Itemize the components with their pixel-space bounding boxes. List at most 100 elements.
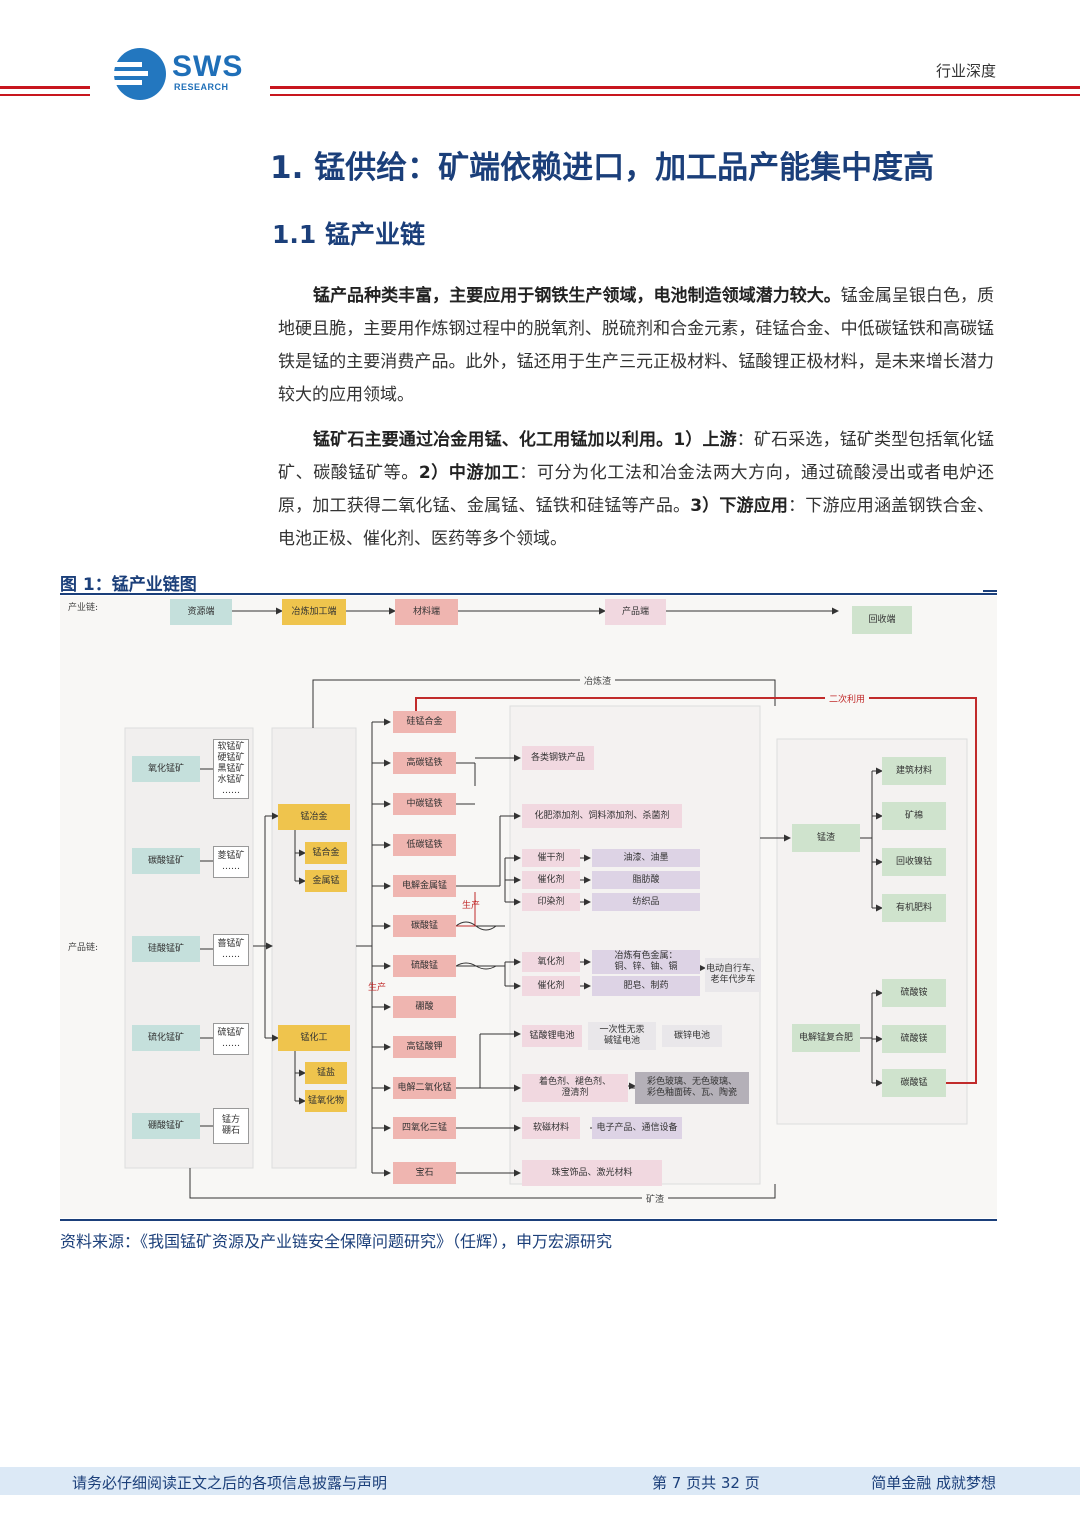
mineral-sulfide-types: 硫锰矿 …… [213, 1023, 249, 1055]
material-item: 高锰酸钾 [393, 1036, 456, 1058]
process-metallurgy: 锰冶金 [278, 804, 350, 830]
paragraph-2-lead: 锰矿石主要通过冶金用锰、化工用锰加以利用。 [313, 430, 674, 450]
material-item: 硫酸锰 [393, 955, 456, 977]
header-rule-right-thin [270, 94, 1080, 96]
material-item: 四氧化三锰 [393, 1117, 456, 1139]
logo-text: SWS [172, 50, 244, 83]
agent-item: 印染剂 [522, 893, 580, 911]
product-pigment: 着色剂、褪色剂、 澄清剂 [522, 1074, 628, 1102]
material-item: 高碳锰铁 [393, 752, 456, 774]
paragraph-1-lead: 锰产品种类丰富，主要应用于钢铁生产领域，电池制造领域潜力较大。 [313, 286, 841, 306]
material-item: 中碳锰铁 [393, 793, 456, 815]
agent-item: 催化剂 [522, 871, 580, 889]
ore-silicate: 硅酸锰矿 [132, 936, 200, 962]
use-item: 油漆、油墨 [592, 849, 700, 867]
figure-source: 资料来源：《我国锰矿资源及产业链安全保障问题研究》（任辉），申万宏源研究 [60, 1232, 613, 1251]
logo-subtext: RESEARCH [174, 82, 229, 92]
row-label-chain: 产业链: [68, 603, 99, 613]
process-mn-alloy: 锰合金 [305, 842, 347, 864]
slag-use-item: 矿棉 [882, 802, 946, 830]
row-label-product: 产品链: [68, 943, 99, 953]
stage-resource: 资源端 [170, 599, 232, 625]
use-item: 冶炼有色金属： 铜、锌、铀、镉 [592, 950, 700, 974]
upstream-text: ：矿石采选，锰矿类型包括氧化锰矿、碳酸锰矿等。 [278, 430, 995, 483]
subsection-heading: 1.1 锰产业链 [272, 220, 425, 249]
figure-top-rule [60, 593, 997, 595]
upstream-lead: 1）上游 [673, 430, 737, 450]
report-type-label: 行业深度 [935, 62, 996, 80]
material-item: 电解二氧化锰 [393, 1077, 456, 1099]
agent-item: 催化剂 [522, 976, 580, 996]
footer-disclaimer: 请务必仔细阅读正文之后的各项信息披露与声明 [72, 1474, 388, 1492]
logo-globe-icon [112, 48, 166, 100]
mineral-carbonate-types: 菱锰矿 …… [213, 846, 249, 878]
slag-use-item: 建筑材料 [882, 757, 946, 785]
mineral-borate-types: 锰方 硼石 [213, 1108, 249, 1144]
material-item: 硅锰合金 [393, 711, 456, 733]
label-produce-1: 生产 [462, 901, 481, 911]
paragraph-2: 锰矿石主要通过冶金用锰、化工用锰加以利用。1）上游：矿石采选，锰矿类型包括氧化锰… [278, 424, 994, 556]
battery-item: 一次性无汞 碱锰电池 [588, 1022, 656, 1050]
figure-title: 图 1：锰产业链图 [60, 575, 197, 595]
section-heading: 1. 锰供给：矿端依赖进口，加工品产能集中度高 [270, 150, 935, 186]
agent-item: 氧化剂 [522, 952, 580, 972]
material-item: 碳酸锰 [393, 915, 456, 937]
paragraph-1: 锰产品种类丰富，主要应用于钢铁生产领域，电池制造领域潜力较大。锰金属呈银白色，质… [278, 280, 994, 412]
mineral-silicate-types: 蔷锰矿 …… [213, 934, 249, 966]
stage-material: 材料端 [395, 599, 458, 625]
process-chemical: 锰化工 [278, 1025, 350, 1051]
product-ev: 电动自行车、 老年代步车 [705, 958, 761, 992]
product-jewel: 珠宝饰品、激光材料 [522, 1160, 662, 1186]
use-item: 肥皂、制药 [592, 976, 700, 996]
stage-product: 产品端 [605, 599, 666, 625]
ore-carbonate: 碳酸锰矿 [132, 848, 200, 874]
ore-sulfide: 硫化锰矿 [132, 1025, 200, 1051]
process-mn-metal: 金属锰 [305, 870, 347, 892]
paragraph-1-body: 锰金属呈银白色，质地硬且脆，主要用作炼钢过程中的脱氧剂、脱硫剂和合金元素，硅锰合… [278, 286, 995, 405]
product-magnet: 软磁材料 [522, 1117, 580, 1139]
midstream-lead: 2）中游加工 [418, 463, 520, 483]
slag-use-item: 回收镍钴 [882, 848, 946, 876]
label-produce-2: 生产 [368, 983, 387, 993]
battery-item: 锰酸锂电池 [522, 1025, 582, 1047]
fert-use-item: 碳酸锰 [882, 1069, 946, 1097]
midstream-text: ：可分为化工法和冶金法两大方向，通过硫酸浸出或者电炉还原，加工获得二氧化锰、金属… [278, 463, 994, 516]
sws-logo: SWS RESEARCH [112, 44, 272, 100]
material-item: 宝石 [393, 1162, 456, 1184]
stage-recycle: 回收端 [852, 606, 912, 634]
product-additives: 化肥添加剂、饲料添加剂、杀菌剂 [522, 804, 682, 828]
ore-oxide: 氧化锰矿 [132, 756, 200, 782]
use-item: 纺织品 [592, 893, 700, 911]
use-item: 脂肪酸 [592, 871, 700, 889]
label-mine-slag: 矿渣 [642, 1192, 669, 1205]
fert-use-item: 硫酸铵 [882, 979, 946, 1007]
figure-bottom-rule [60, 1219, 997, 1221]
downstream-lead: 3）下游应用 [690, 496, 789, 516]
mineral-oxide-types: 软锰矿 硬锰矿 黑锰矿 水锰矿 …… [213, 739, 249, 799]
material-item: 电解金属锰 [393, 875, 456, 897]
header-rule-right [270, 86, 1080, 89]
figure-top-rule-end [983, 590, 997, 592]
slag-use-item: 有机肥料 [882, 894, 946, 922]
product-electronics: 电子产品、通信设备 [592, 1117, 682, 1139]
material-item: 低碳锰铁 [393, 834, 456, 856]
header-rule-left-thin [0, 94, 90, 96]
header-rule-left [0, 86, 90, 89]
product-steel: 各类钢铁产品 [522, 746, 594, 770]
recycle-slag: 锰渣 [792, 824, 860, 852]
label-smelt-slag: 冶炼渣 [580, 674, 616, 687]
stage-smelting: 冶炼加工端 [282, 599, 346, 625]
ore-borate: 硼酸锰矿 [132, 1113, 200, 1139]
recycle-fertilizer: 电解锰复合肥 [792, 1024, 860, 1052]
battery-item: 碳锌电池 [662, 1025, 722, 1047]
footer-slogan: 简单金融 成就梦想 [871, 1474, 996, 1492]
fert-use-item: 硫酸镁 [882, 1025, 946, 1053]
process-mn-salt: 锰盐 [305, 1062, 347, 1084]
label-secondary-use: 二次利用 [825, 692, 870, 705]
product-glass: 彩色玻璃、无色玻璃、 彩色釉面砖、瓦、陶瓷 [635, 1072, 749, 1104]
agent-item: 催干剂 [522, 849, 580, 867]
page-footer: 请务必仔细阅读正文之后的各项信息披露与声明 第 7 页共 32 页 简单金融 成… [0, 1467, 1080, 1495]
downstream-text: ：下游应用涵盖钢铁合金、电池正极、催化剂、医药等多个领域。 [278, 496, 995, 549]
material-item: 硼酸 [393, 996, 456, 1018]
process-mn-oxide: 锰氧化物 [305, 1090, 347, 1112]
